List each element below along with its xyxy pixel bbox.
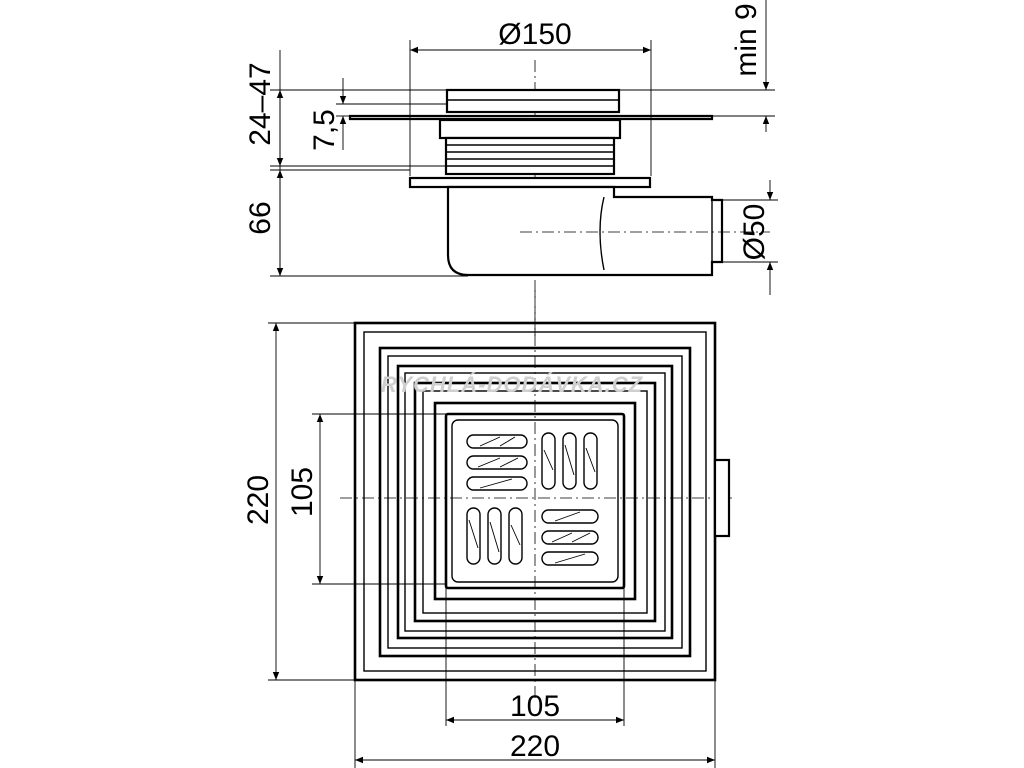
body-height-label: 66 [244, 201, 277, 234]
frame-step-1 [378, 346, 692, 658]
outer-width-label: 220 [510, 730, 560, 763]
grate-top [445, 88, 621, 114]
min-label: min 9 [730, 3, 763, 76]
collar [438, 118, 622, 140]
flange-label: 7,5 [308, 109, 341, 151]
outlet-diameter-label: Ø50 [738, 204, 771, 261]
outlet-stub [713, 458, 731, 538]
outer-height-label: 220 [242, 475, 275, 525]
grate-frame [433, 401, 637, 601]
grate-slots [466, 432, 599, 566]
frame-step-2 [396, 364, 674, 640]
frame-step-3 [413, 381, 657, 623]
grate [444, 412, 626, 590]
thread-section [444, 136, 616, 176]
grate-diameter-label: Ø150 [498, 18, 571, 51]
body-flange [408, 176, 652, 189]
grate-width-label: 105 [510, 690, 560, 723]
adjust-range-label: 24–47 [244, 62, 277, 145]
watermark: RYCHLÁ-DODÁVKA.CZ [381, 372, 644, 397]
grate-height-label: 105 [286, 467, 319, 517]
side-view: Ø150 min 9 24–47 7,5 66 Ø50 [244, 0, 778, 340]
sealing-flange [348, 114, 714, 121]
drain-body [446, 185, 724, 277]
top-view: 220 105 105 220 [242, 290, 735, 768]
